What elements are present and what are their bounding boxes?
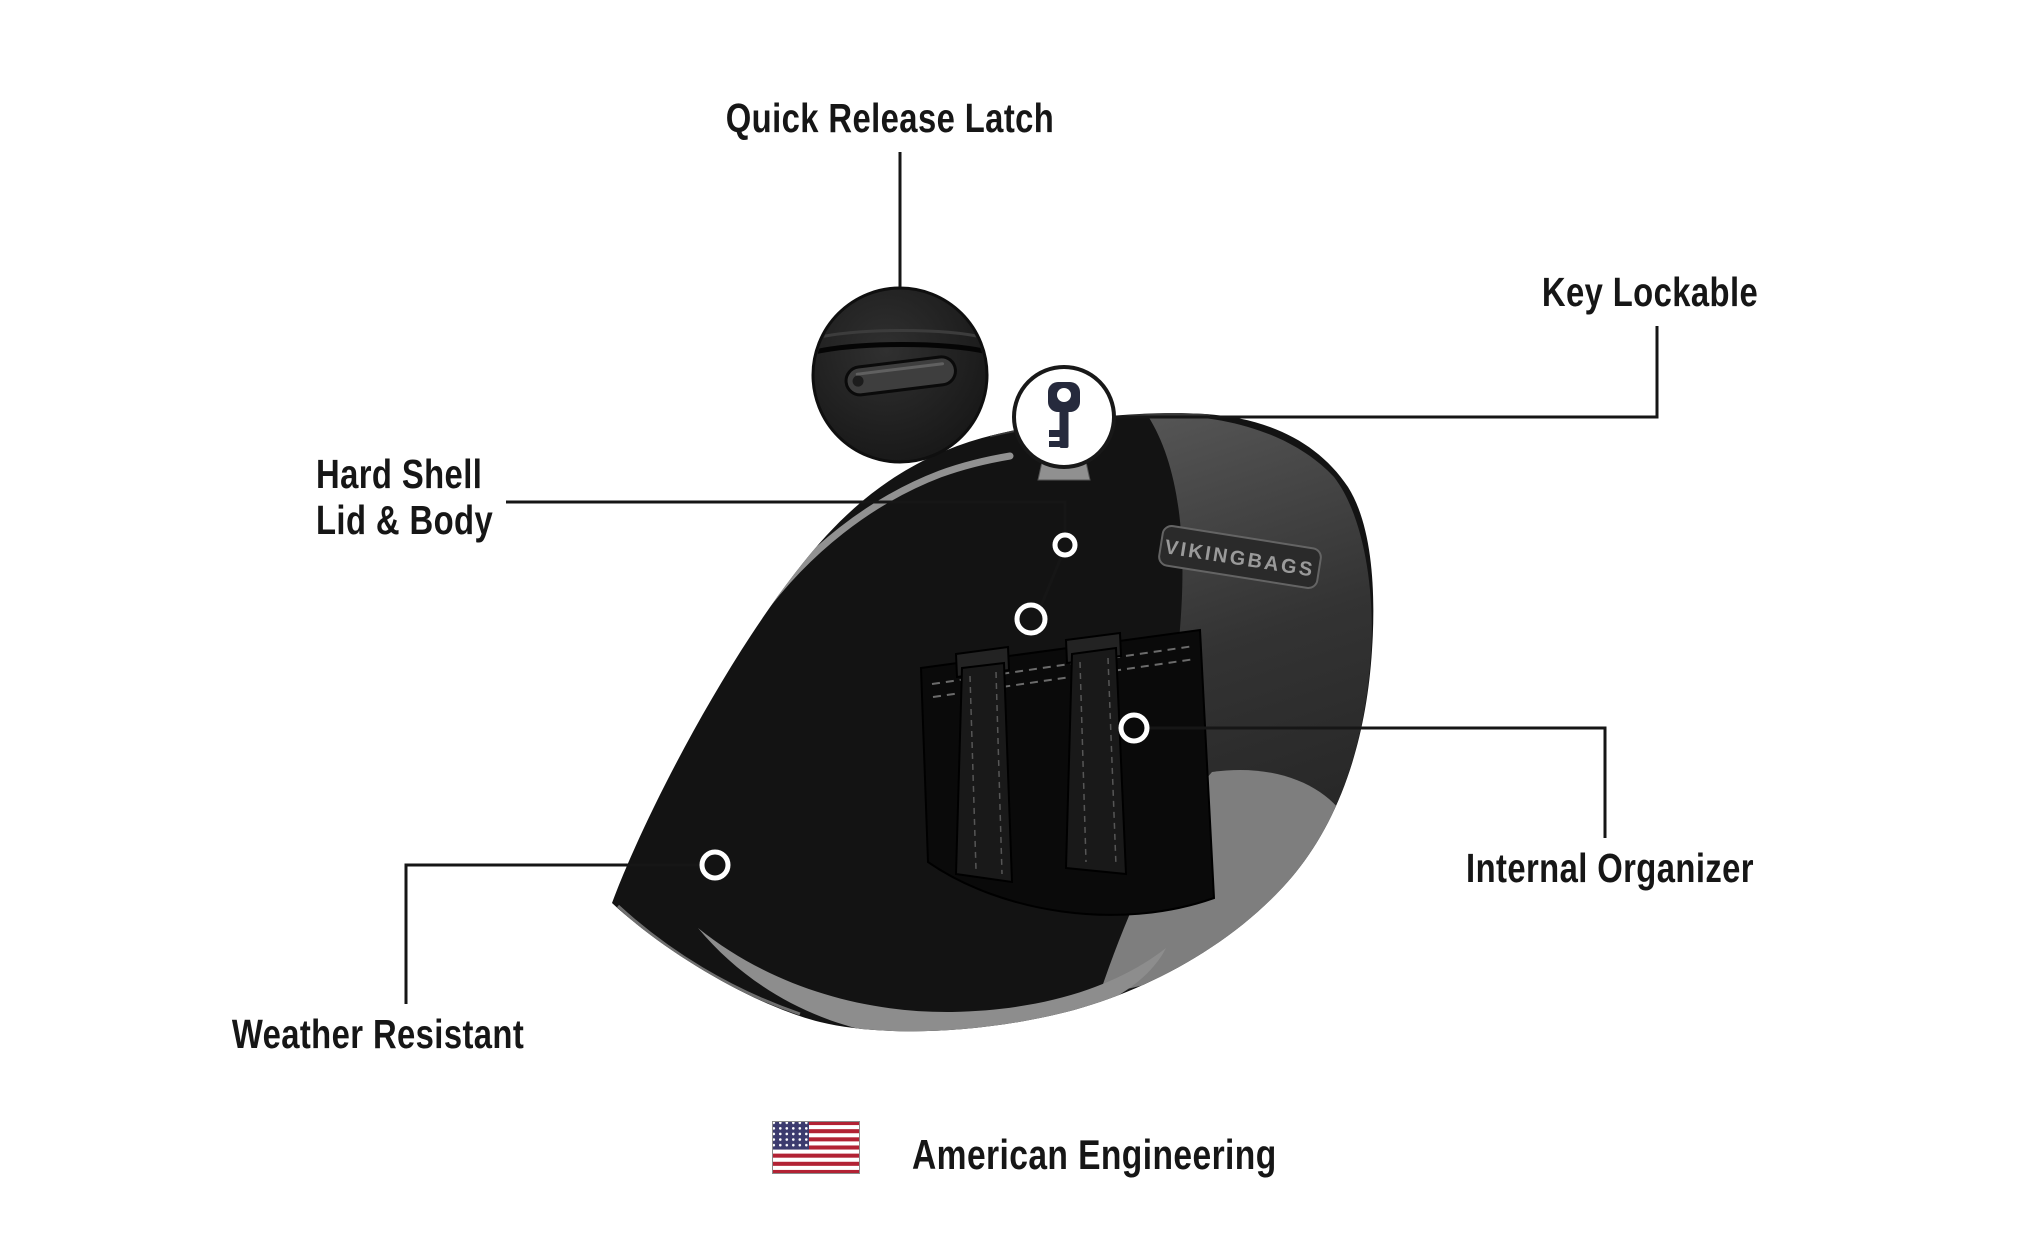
latch-seam-line xyxy=(815,342,985,355)
callout-line-internal-organizer xyxy=(1147,726,1607,838)
callout-lines xyxy=(404,152,1659,1004)
marker-internal-organizer xyxy=(1118,712,1150,744)
callout-line-hard-shell xyxy=(506,500,1067,534)
label-quick-release-latch: Quick Release Latch xyxy=(685,95,1096,142)
label-hard-shell-lid-body: Hard Shell Lid & Body xyxy=(316,451,537,544)
strap-stitch xyxy=(1079,661,1087,863)
label-key-lockable-text: Key Lockable xyxy=(1541,269,1759,315)
label-weather-resistant: Weather Resistant xyxy=(195,1011,560,1058)
quick-release-latch-icon xyxy=(844,355,957,397)
bottom-sheen-band xyxy=(698,928,1166,1032)
callout-markers xyxy=(699,532,1150,881)
latch-seam-line xyxy=(815,329,985,340)
label-hard-shell-line2: Lid & Body xyxy=(316,496,494,543)
label-quick-release-latch-text: Quick Release Latch xyxy=(725,95,1055,141)
latch-detail-inset xyxy=(811,286,989,464)
key-icon xyxy=(1048,382,1080,448)
bottom-left-edge-highlight xyxy=(616,904,801,1016)
callout-line-key-lockable xyxy=(1116,326,1659,419)
organizer-strap xyxy=(1064,646,1128,876)
us-flag-icon xyxy=(772,1121,860,1174)
label-internal-organizer: Internal Organizer xyxy=(1430,845,1790,892)
callout-line-hard-shell-connector xyxy=(1039,554,1064,607)
key-detail-inset xyxy=(1012,365,1116,469)
brand-badge: VIKINGBAGS xyxy=(1158,525,1322,589)
label-hard-shell-line1: Hard Shell xyxy=(316,451,483,497)
footer-tagline-text: American Engineering xyxy=(912,1131,1277,1178)
footer-tagline: American Engineering xyxy=(912,1131,1368,1178)
marker-hard-shell-lid xyxy=(1052,532,1078,558)
organizer-strap xyxy=(954,661,1014,884)
strap-stitch xyxy=(1107,657,1117,867)
label-internal-organizer-text: Internal Organizer xyxy=(1466,845,1754,891)
label-weather-resistant-text: Weather Resistant xyxy=(231,1011,525,1057)
saddlebag-surface-details: VIKINGBAGS xyxy=(616,413,1372,1032)
strap-stitch xyxy=(995,671,1003,875)
face-highlight xyxy=(1100,769,1349,993)
marker-weather-resistant xyxy=(699,849,731,881)
marker-hard-shell-body xyxy=(1014,602,1048,636)
callout-line-weather-resistant xyxy=(404,863,702,1004)
label-key-lockable: Key Lockable xyxy=(1515,269,1785,316)
